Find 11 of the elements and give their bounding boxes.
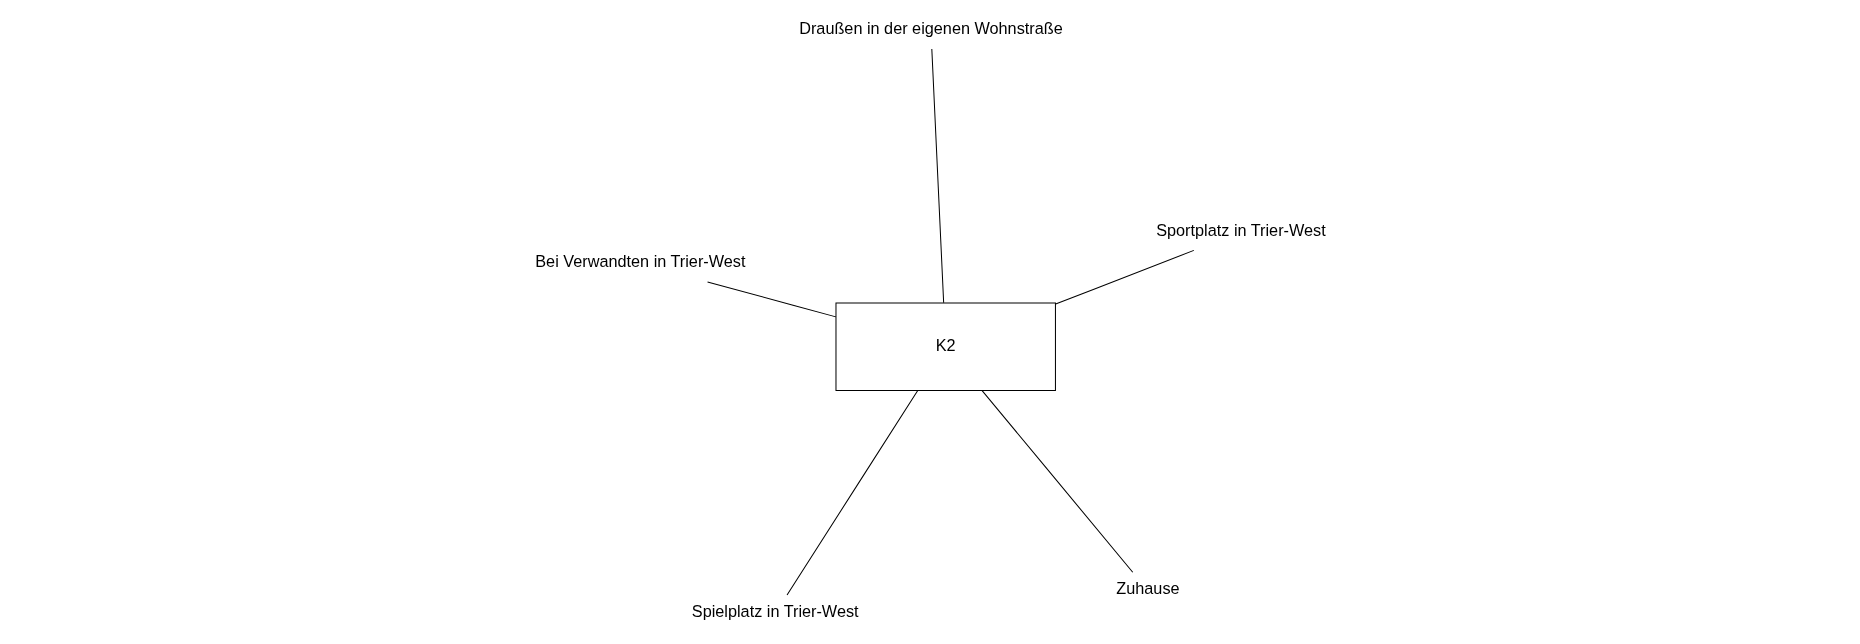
connector xyxy=(930,48,944,304)
node-box: K2 xyxy=(834,302,1056,391)
connector xyxy=(706,281,836,318)
connector xyxy=(1054,249,1194,305)
node-text: Zuhause xyxy=(1115,579,1180,598)
connector xyxy=(786,390,918,596)
node-text: Bei Verwandten in Trier-West xyxy=(534,252,745,271)
node-text: Draußen in der eigenen Wohnstraße xyxy=(798,19,1063,38)
node-text: Spielplatz in Trier-West xyxy=(691,602,859,621)
connector xyxy=(981,390,1133,573)
node-text: Sportplatz in Trier-West xyxy=(1155,220,1326,239)
